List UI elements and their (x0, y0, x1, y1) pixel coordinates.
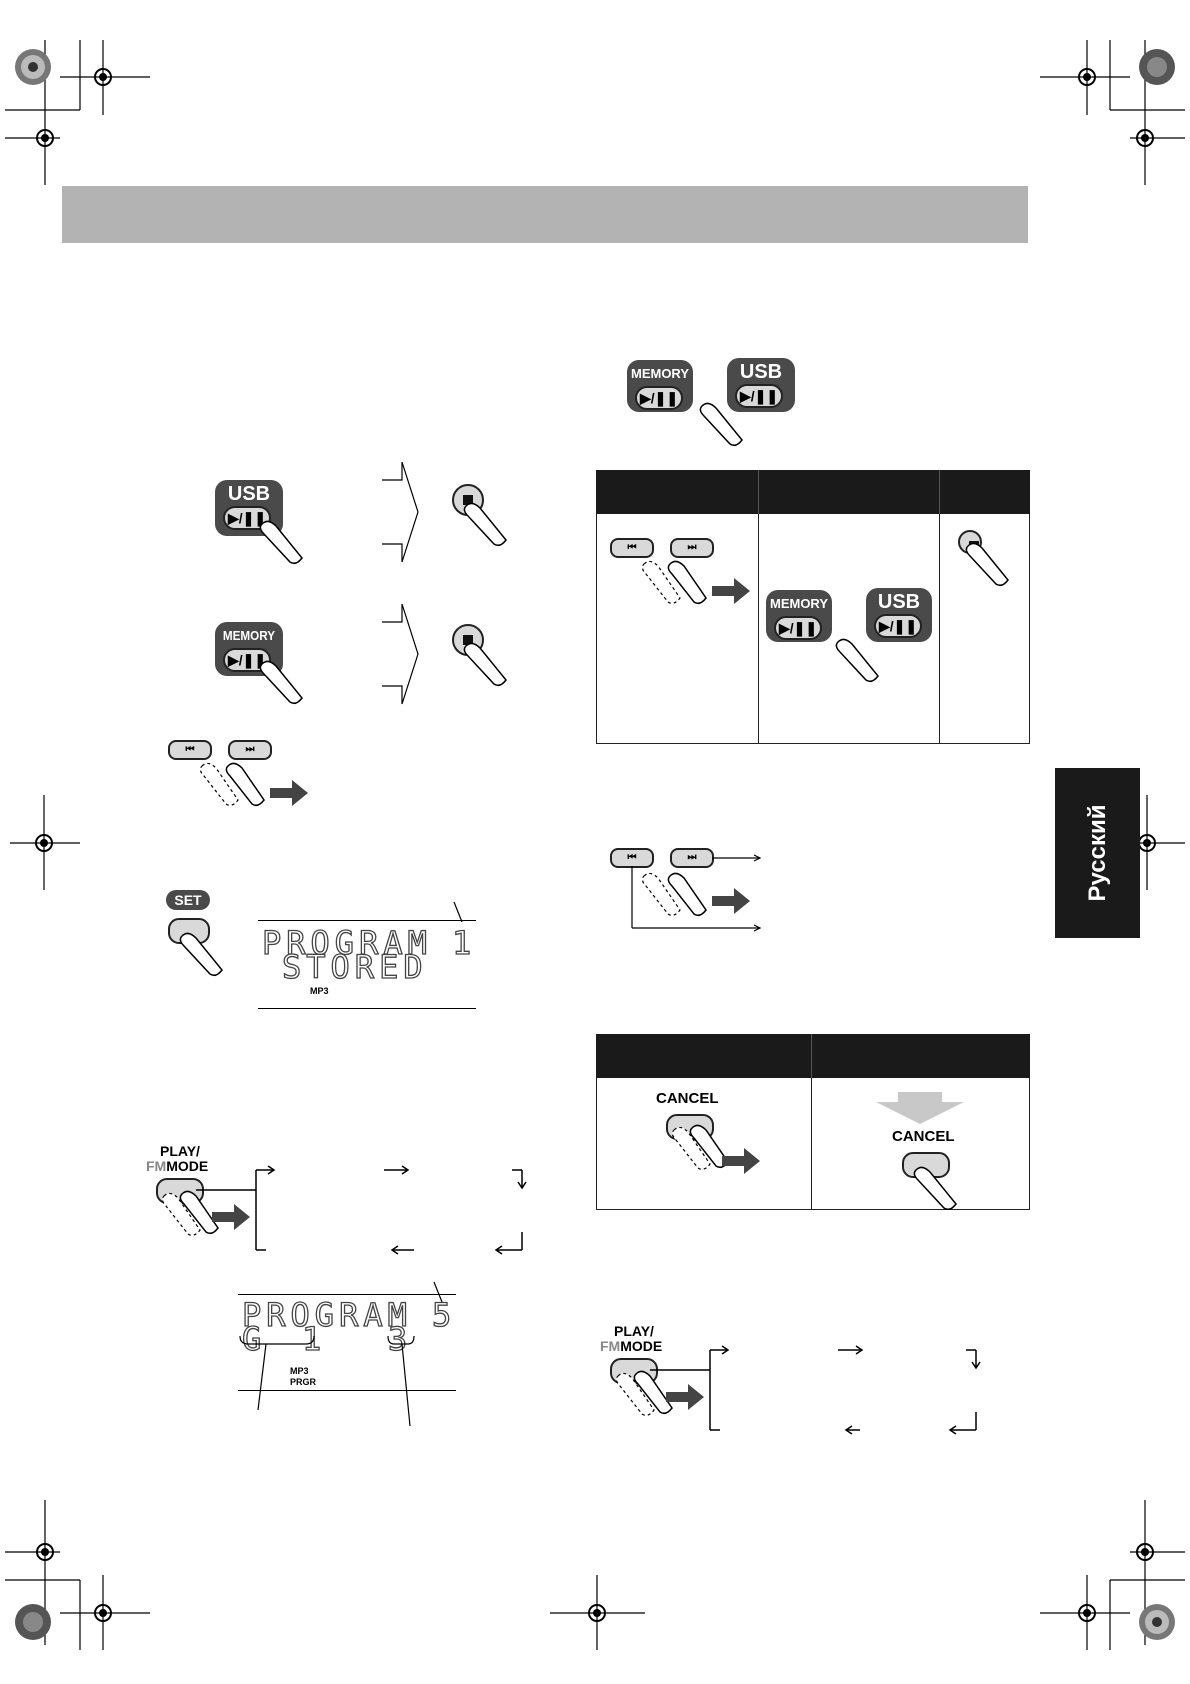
finger-press-icon (463, 502, 507, 547)
step-table-1: ⏮ ⏭ MEMORY ▶/❚❚ USB ▶/❚❚ (596, 470, 1030, 744)
finger-press-icon (199, 762, 265, 807)
memory-label: MEMORY (222, 628, 276, 643)
press-indicator-icon (898, 1092, 942, 1102)
arrow-right-icon (722, 1148, 760, 1174)
play-mode-fm: FM (600, 1338, 621, 1354)
finger-press-icon (463, 642, 507, 687)
prev-button[interactable]: ⏮ (610, 538, 654, 558)
language-tab-label: Русский (1083, 804, 1111, 902)
play-pause-label: ▶/❚❚ (223, 506, 271, 530)
usb-label: USB (227, 483, 271, 505)
cancel-table: CANCEL CANCEL (596, 1034, 1030, 1210)
finger-press-icon (835, 638, 879, 683)
memory-button[interactable]: MEMORY ▶/❚❚ (766, 590, 832, 642)
finger-press-icon (699, 402, 743, 447)
lcd-line1: PROGRAM (241, 1296, 412, 1334)
finger-press-icon (965, 542, 1009, 587)
callout-line (453, 901, 463, 923)
memory-button[interactable]: MEMORY ▶/❚❚ (215, 622, 283, 676)
finger-press-icon (259, 520, 303, 565)
table-header (596, 470, 1030, 514)
finger-press-icon (913, 1166, 957, 1210)
play-mode-fm: FM (146, 1158, 167, 1174)
lcd-display-2: PROGRAM 5 G 1 3 MP3 PRGR (238, 1294, 456, 1392)
lcd-indicator-mp3: MP3 (290, 1366, 309, 1376)
play-pause-label: ▶/❚❚ (735, 384, 783, 408)
play-mode-label: PLAY/ FMMODE (146, 1144, 208, 1174)
play-pause-label: ▶/❚❚ (635, 386, 683, 410)
finger-press-icon (259, 660, 303, 705)
arrow-right-icon (666, 1384, 704, 1410)
lcd-indicator: MP3 (310, 986, 329, 996)
lcd-number: 1 (451, 924, 477, 962)
next-button[interactable]: ⏭ (228, 740, 272, 760)
next-button[interactable]: ⏭ (670, 538, 714, 558)
usb-button[interactable]: USB ▶/❚❚ (727, 358, 795, 412)
play-mode-top: PLAY/ (614, 1323, 654, 1339)
lcd-number: 5 (431, 1296, 457, 1334)
lcd-group-num: 1 (301, 1320, 327, 1358)
skip-diagram-lines (631, 854, 762, 932)
play-pause-label: ▶/❚❚ (774, 616, 822, 640)
down-arrow-icon (876, 1102, 964, 1124)
usb-label: USB (739, 361, 783, 383)
arrow-right-icon (382, 461, 419, 563)
memory-button[interactable]: MEMORY ▶/❚❚ (627, 360, 693, 412)
set-button[interactable]: SET (166, 890, 210, 910)
play-mode-mode: MODE (166, 1158, 209, 1174)
header-band (62, 186, 1028, 243)
play-mode-mode: MODE (620, 1338, 663, 1354)
arrow-right-icon (712, 888, 750, 914)
arrow-right-icon (270, 780, 308, 806)
lcd-indicator-prgr: PRGR (290, 1377, 317, 1387)
finger-press-icon (161, 1190, 219, 1236)
play-mode-top: PLAY/ (160, 1143, 200, 1159)
memory-label: MEMORY (769, 596, 829, 611)
arrow-right-icon (712, 578, 750, 604)
lcd-line1: PROGRAM (261, 924, 432, 962)
finger-press-icon (641, 872, 707, 917)
cancel-label: CANCEL (656, 1090, 719, 1107)
finger-press-icon (641, 560, 707, 605)
lcd-line2: STORED (281, 948, 428, 986)
mode-cycle-diagram (196, 1165, 527, 1255)
prev-button[interactable]: ⏮ (168, 740, 212, 760)
play-pause-label: ▶/❚❚ (874, 614, 922, 638)
lcd-display-1: PROGRAM STORED 1 MP3 (258, 920, 476, 1016)
finger-press-icon (179, 932, 223, 977)
memory-label: MEMORY (630, 366, 690, 381)
arrow-right-icon (382, 603, 419, 705)
mode-cycle-diagram (650, 1345, 981, 1435)
table-header (596, 1034, 1030, 1078)
play-mode-label: PLAY/ FMMODE (600, 1324, 662, 1354)
play-pause-label: ▶/❚❚ (223, 648, 271, 672)
lcd-group: G (241, 1320, 267, 1358)
finger-press-icon (615, 1370, 673, 1416)
finger-press-icon (671, 1124, 729, 1170)
usb-label: USB (877, 591, 921, 613)
cancel-label: CANCEL (892, 1128, 955, 1145)
arrow-right-icon (212, 1204, 250, 1230)
language-tab: Русский (1055, 768, 1140, 938)
callout-lines (239, 1281, 443, 1427)
usb-button[interactable]: USB ▶/❚❚ (866, 588, 932, 642)
